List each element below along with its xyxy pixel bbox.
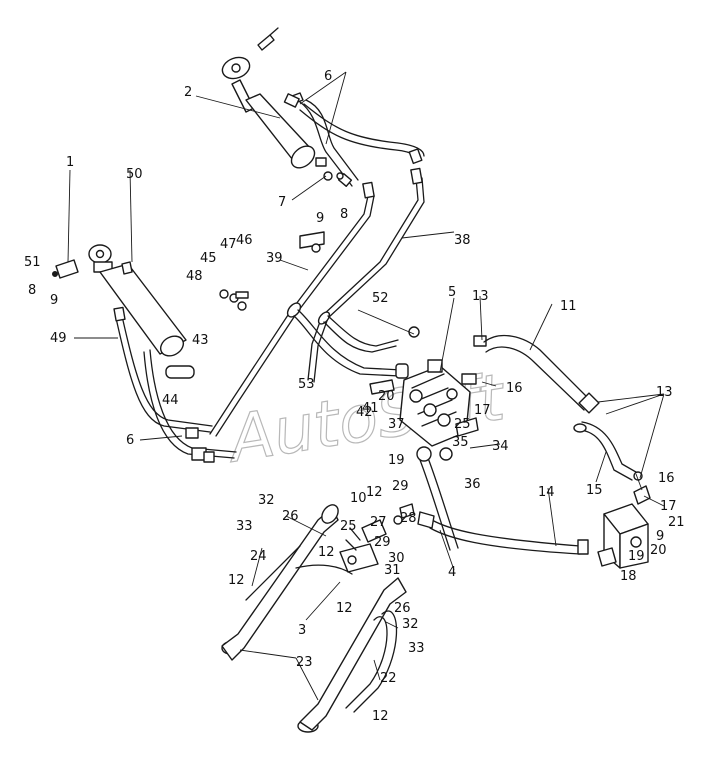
callout-19-left: 19 xyxy=(388,453,405,468)
callout-28: 28 xyxy=(400,511,417,526)
slewing-cylinder-left xyxy=(221,504,339,661)
callout-12-c: 12 xyxy=(336,601,353,616)
callout-13-right: 13 xyxy=(656,385,673,400)
callout-25-lower: 25 xyxy=(340,519,357,534)
callout-5: 5 xyxy=(448,285,456,300)
callout-12-a: 12 xyxy=(366,485,383,500)
callout-48: 48 xyxy=(186,269,203,284)
slewing-valve-block xyxy=(295,503,415,575)
callout-21: 21 xyxy=(668,515,685,530)
callout-27: 27 xyxy=(370,515,387,530)
callout-22: 22 xyxy=(380,671,397,686)
callout-38: 38 xyxy=(454,233,471,248)
control-valve xyxy=(369,335,487,447)
callout-30: 30 xyxy=(388,551,405,566)
callout-44: 44 xyxy=(162,393,179,408)
callout-49: 49 xyxy=(50,331,67,346)
callout-32-right: 32 xyxy=(402,617,419,632)
pin-assembly xyxy=(52,259,79,279)
small-fittings-center xyxy=(219,171,344,311)
callout-29-lower: 29 xyxy=(374,535,391,550)
callout-33-left: 33 xyxy=(236,519,253,534)
pipe-pump-inlet xyxy=(573,421,643,481)
callout-47: 47 xyxy=(220,237,237,252)
callout-6-upper: 6 xyxy=(324,69,332,84)
callout-9-left: 9 xyxy=(50,293,58,308)
callout-8-left: 8 xyxy=(28,283,36,298)
callout-50: 50 xyxy=(126,167,143,182)
callout-34: 34 xyxy=(492,439,509,454)
callout-24: 24 xyxy=(250,549,267,564)
callout-12-e: 12 xyxy=(372,709,389,724)
callout-11: 11 xyxy=(560,299,577,314)
callout-23: 23 xyxy=(296,655,313,670)
callout-43: 43 xyxy=(192,333,209,348)
pipe-pressure xyxy=(416,446,589,555)
leader-lines xyxy=(67,71,665,701)
callout-19-right: 19 xyxy=(628,549,645,564)
pipe-left-lower xyxy=(113,306,237,463)
hydraulic-cylinder-upper xyxy=(221,56,316,169)
pipe-suction xyxy=(483,334,600,414)
callout-52: 52 xyxy=(372,291,389,306)
callout-39: 39 xyxy=(266,251,283,266)
callout-41: 41 xyxy=(362,401,379,416)
callout-8-upper: 8 xyxy=(340,207,348,222)
callout-29-upper: 29 xyxy=(392,479,409,494)
callout-37: 37 xyxy=(388,417,405,432)
callout-20-right: 20 xyxy=(650,543,667,558)
hydraulic-pump xyxy=(597,485,651,569)
callout-53: 53 xyxy=(298,377,315,392)
callout-16-upper: 16 xyxy=(506,381,523,396)
pipe-upper-pair xyxy=(283,93,425,187)
callout-42: 42 xyxy=(356,405,373,420)
callout-25-upper: 25 xyxy=(454,417,471,432)
callout-7: 7 xyxy=(278,195,286,210)
callout-51: 51 xyxy=(24,255,41,270)
callout-45: 45 xyxy=(200,251,217,266)
callout-16-right: 16 xyxy=(658,471,675,486)
callout-10: 10 xyxy=(350,491,367,506)
callout-33-right: 33 xyxy=(408,641,425,656)
callout-9-upper: 9 xyxy=(316,211,324,226)
callout-26-left: 26 xyxy=(282,509,299,524)
slewing-cylinder-right xyxy=(297,577,407,733)
callout-2: 2 xyxy=(184,85,192,100)
callout-labels: 1 2 3 4 5 6 6 7 8 8 9 9 9 10 11 12 12 12… xyxy=(24,69,685,724)
callout-12-b: 12 xyxy=(318,545,335,560)
callout-18: 18 xyxy=(620,569,637,584)
pipe-long-crossing xyxy=(209,167,425,437)
callout-3: 3 xyxy=(298,623,306,638)
callout-15: 15 xyxy=(586,483,603,498)
callout-46: 46 xyxy=(236,233,253,248)
callout-17-right: 17 xyxy=(660,499,677,514)
top-fitting xyxy=(257,27,279,51)
callout-36: 36 xyxy=(464,477,481,492)
hydraulic-cylinder-left xyxy=(88,244,187,357)
callout-6-lower: 6 xyxy=(126,433,134,448)
callout-1: 1 xyxy=(66,155,74,170)
pipe-return xyxy=(293,309,420,379)
callout-26-right: 26 xyxy=(394,601,411,616)
callout-4: 4 xyxy=(448,565,456,580)
callout-32-left: 32 xyxy=(258,493,275,508)
callout-13-upper: 13 xyxy=(472,289,489,304)
callout-9-right: 9 xyxy=(656,529,664,544)
callout-35: 35 xyxy=(452,435,469,450)
callout-20-left: 20 xyxy=(378,389,395,404)
callout-31: 31 xyxy=(384,563,401,578)
callout-12-d: 12 xyxy=(228,573,245,588)
callout-17-upper: 17 xyxy=(474,403,491,418)
callout-14: 14 xyxy=(538,485,555,500)
